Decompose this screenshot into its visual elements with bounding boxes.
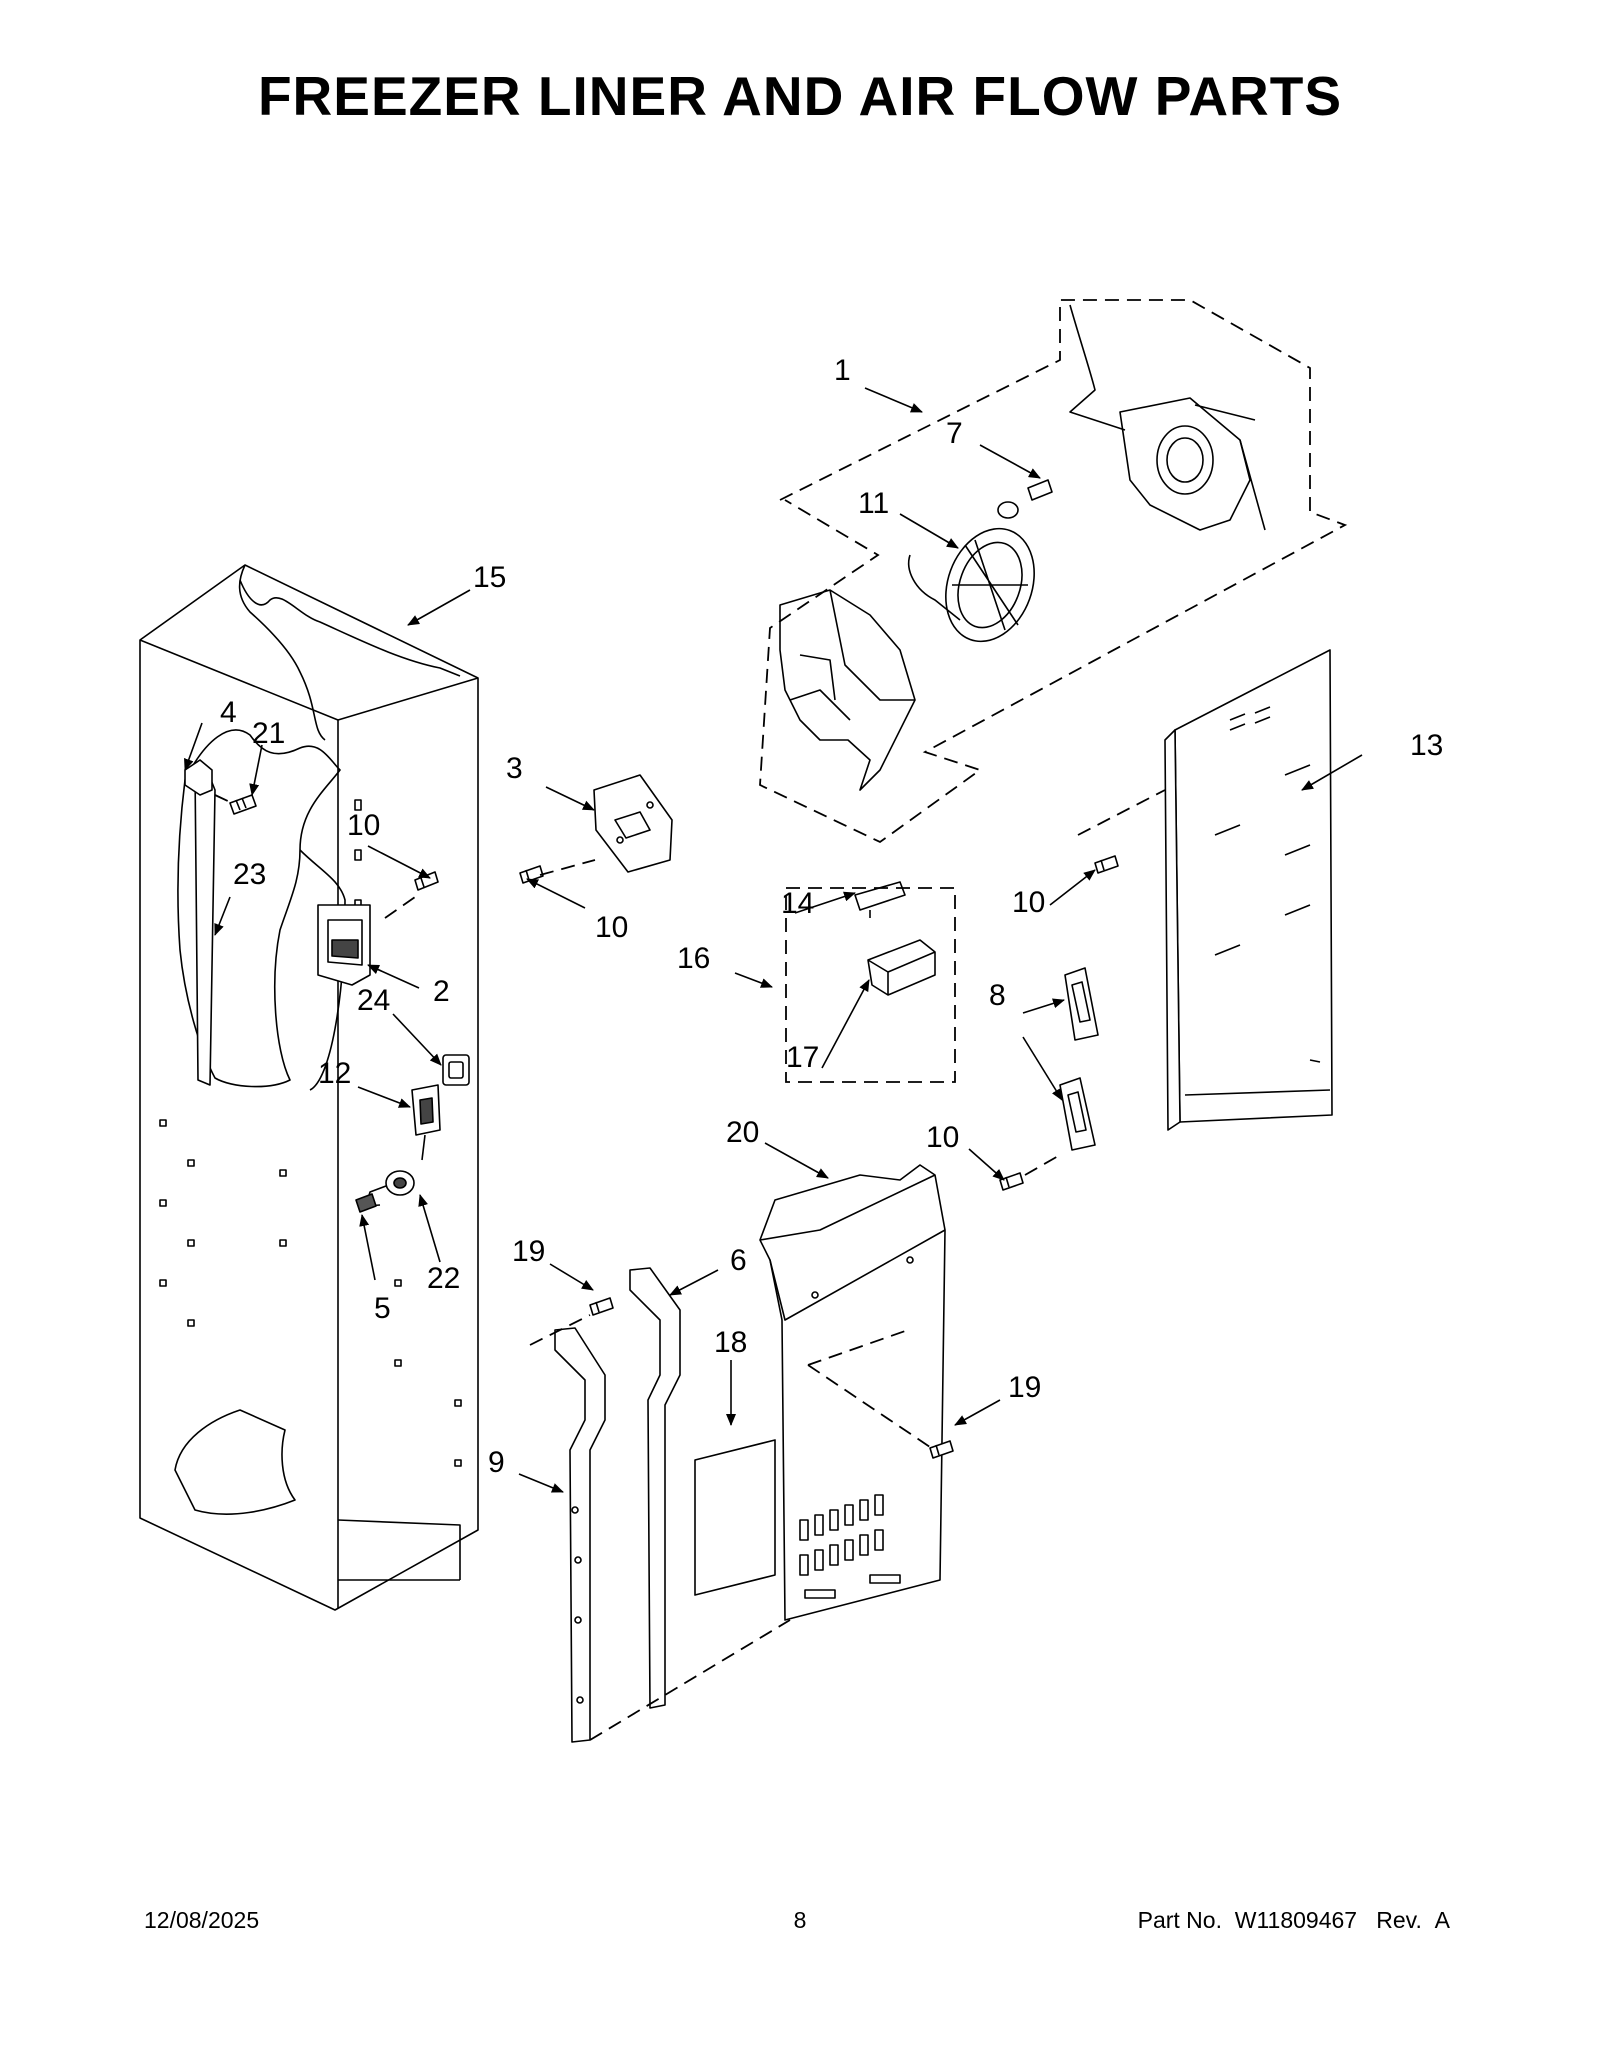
callout-10d: 10 bbox=[926, 1121, 959, 1154]
leader-21 bbox=[214, 794, 233, 804]
leader-19b bbox=[807, 1329, 931, 1448]
callout-13: 13 bbox=[1410, 729, 1443, 762]
callout-20: 20 bbox=[726, 1116, 759, 1149]
callout-2: 2 bbox=[433, 975, 450, 1008]
switch-12 bbox=[411, 1084, 441, 1161]
callout-8: 8 bbox=[989, 979, 1006, 1012]
callout-16: 16 bbox=[677, 942, 710, 975]
callout-4: 4 bbox=[220, 696, 237, 729]
screw-19a bbox=[589, 1297, 614, 1316]
callout-19a: 19 bbox=[512, 1235, 545, 1268]
screw-10c bbox=[1094, 855, 1119, 874]
screw-19b bbox=[929, 1440, 954, 1459]
screw-10d bbox=[999, 1172, 1024, 1191]
callout-15: 15 bbox=[473, 561, 506, 594]
part-no-value: W11809467 bbox=[1234, 1907, 1358, 1933]
bracket-3 bbox=[593, 774, 673, 873]
footer-part-number: Part No. W11809467 Rev. A bbox=[1138, 1907, 1450, 1934]
insulation-18 bbox=[694, 1439, 776, 1596]
kit-16 bbox=[854, 881, 936, 996]
callout-24: 24 bbox=[357, 984, 390, 1017]
plug-24 bbox=[442, 1054, 470, 1086]
callout-3: 3 bbox=[506, 752, 523, 785]
screw-10b bbox=[519, 865, 544, 884]
callout-7: 7 bbox=[946, 417, 963, 450]
brackets-8 bbox=[1059, 967, 1099, 1151]
bracket-strip-9 bbox=[554, 1327, 606, 1743]
callout-1: 1 bbox=[834, 354, 851, 387]
screw-5 bbox=[355, 1193, 377, 1213]
housing-2 bbox=[317, 904, 371, 986]
leader-10c bbox=[1077, 789, 1166, 836]
callout-10a: 10 bbox=[347, 809, 380, 842]
leader-19a bbox=[529, 1314, 591, 1346]
callout-22: 22 bbox=[427, 1262, 460, 1295]
callout-14: 14 bbox=[781, 887, 814, 920]
evaporator-cover-13 bbox=[1164, 649, 1333, 1131]
page-title: FREEZER LINER AND AIR FLOW PARTS bbox=[257, 65, 1343, 127]
callout-11: 11 bbox=[858, 487, 889, 520]
leader-10d bbox=[1024, 1154, 1061, 1176]
leader-10b bbox=[539, 859, 596, 876]
assembly-1-outline bbox=[759, 299, 1348, 844]
callout-10b: 10 bbox=[595, 911, 628, 944]
footer-date: 12/08/2025 bbox=[144, 1907, 260, 1933]
callout-12: 12 bbox=[318, 1057, 351, 1090]
callout-9: 9 bbox=[488, 1446, 505, 1479]
leader-10a bbox=[384, 894, 419, 919]
callout-18: 18 bbox=[714, 1326, 747, 1359]
callout-19b: 19 bbox=[1008, 1371, 1041, 1404]
callout-6: 6 bbox=[730, 1244, 747, 1277]
air-duct-20 bbox=[759, 1164, 946, 1621]
gasket-6 bbox=[629, 1267, 681, 1709]
kit-16-outline bbox=[785, 887, 956, 1083]
callout-10c: 10 bbox=[1012, 886, 1045, 919]
callout-23: 23 bbox=[233, 858, 266, 891]
rev-label: Rev. bbox=[1376, 1907, 1422, 1933]
callout-21: 21 bbox=[252, 717, 285, 750]
evaporator-fan-assembly-1 bbox=[779, 304, 1266, 791]
leader-bottom bbox=[589, 1619, 791, 1741]
rev-value: A bbox=[1434, 1907, 1450, 1933]
screw-21 bbox=[229, 794, 257, 815]
callout-17: 17 bbox=[786, 1041, 819, 1074]
part-no-label: Part No. bbox=[1137, 1907, 1222, 1933]
callout-5: 5 bbox=[374, 1292, 391, 1325]
footer-page-number: 8 bbox=[793, 1907, 807, 1933]
